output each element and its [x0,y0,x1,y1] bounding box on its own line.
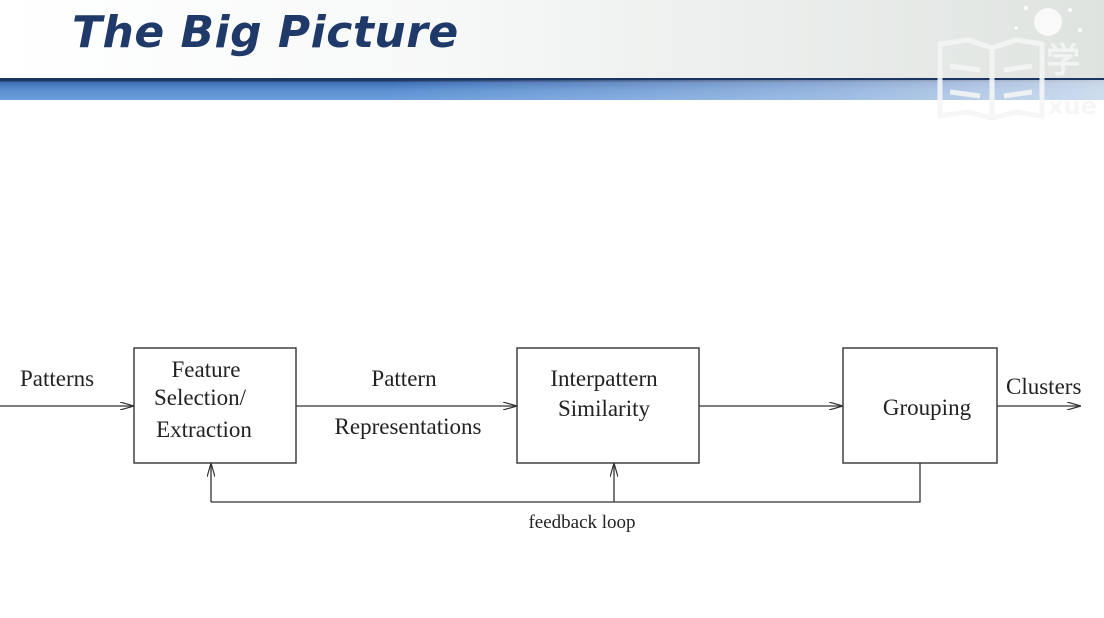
similarity-box-line-1: Interpattern [550,366,658,391]
representation-label-line-2: Representations [335,414,482,439]
watermark-text: xue [1048,92,1097,120]
input-label: Patterns [20,366,94,391]
feature-box-line-2: Selection/ [154,385,247,410]
similarity-box [516,347,700,464]
feature-selection-box [133,347,297,464]
similarity-box-line-2: Similarity [558,396,651,421]
header-band [0,0,1104,78]
feedback-loop-line [211,463,921,503]
svg-text:学: 学 [1046,41,1080,81]
feature-box-line-3: Extraction [156,417,252,442]
grouping-box-label: Grouping [883,395,972,420]
representation-label-line-1: Pattern [371,366,437,391]
feature-box-line-1: Feature [172,357,241,382]
header-bar-fade [0,80,1104,100]
slide-title: The Big Picture [72,7,459,58]
feedback-loop-label: feedback loop [528,512,635,533]
output-label: Clusters [1006,374,1081,399]
watermark-logo-icon: 学 xue [937,6,1097,121]
